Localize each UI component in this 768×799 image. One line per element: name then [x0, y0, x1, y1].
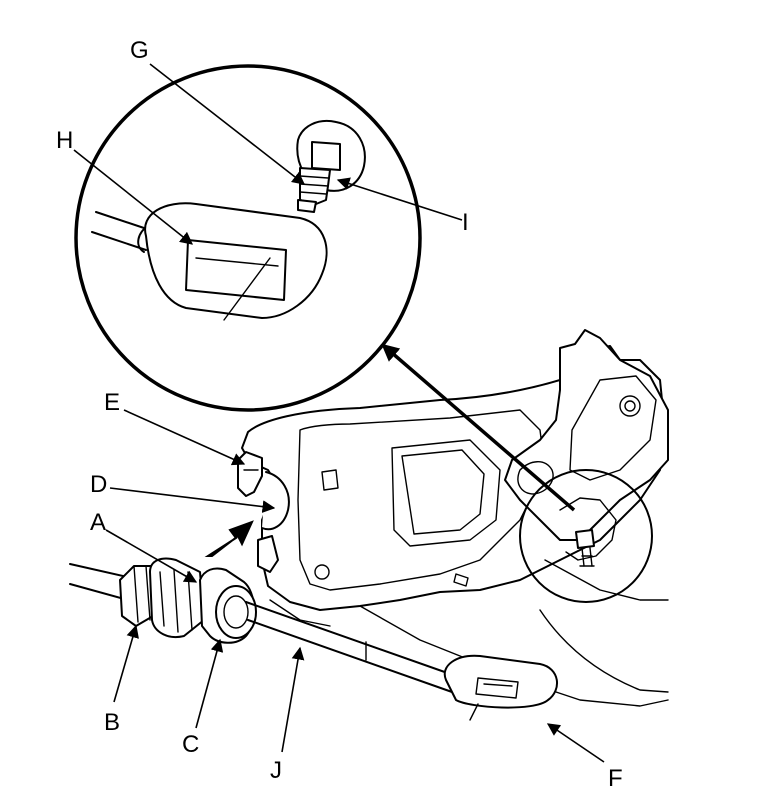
detail-circle-large [74, 64, 422, 412]
magnify-arrow [381, 343, 576, 512]
floor-bracket [241, 329, 669, 707]
leader-d [109, 487, 276, 513]
callout-f: F [608, 765, 623, 792]
cable-clip [237, 451, 290, 573]
callout-j: J [270, 757, 282, 784]
callout-labels: G H I E D A B C J F [56, 37, 623, 792]
leader-lines [73, 63, 605, 763]
leader-i [336, 177, 463, 221]
callout-c: C [182, 731, 199, 758]
leader-a [105, 529, 198, 583]
detail-circle-small [519, 469, 653, 603]
callout-h: H [56, 127, 73, 154]
callout-a: A [90, 509, 106, 536]
leader-e [123, 409, 246, 466]
callout-e: E [104, 389, 120, 416]
leader-h [73, 149, 194, 245]
insertion-arrow [204, 520, 254, 557]
leader-j [281, 646, 305, 753]
callout-d: D [90, 471, 107, 498]
leader-f [546, 723, 605, 763]
callout-b: B [104, 709, 120, 736]
leader-c [195, 638, 224, 729]
callout-g: G [130, 37, 149, 64]
leader-b [113, 624, 139, 703]
leader-g [149, 63, 306, 185]
callout-i: I [462, 209, 469, 236]
